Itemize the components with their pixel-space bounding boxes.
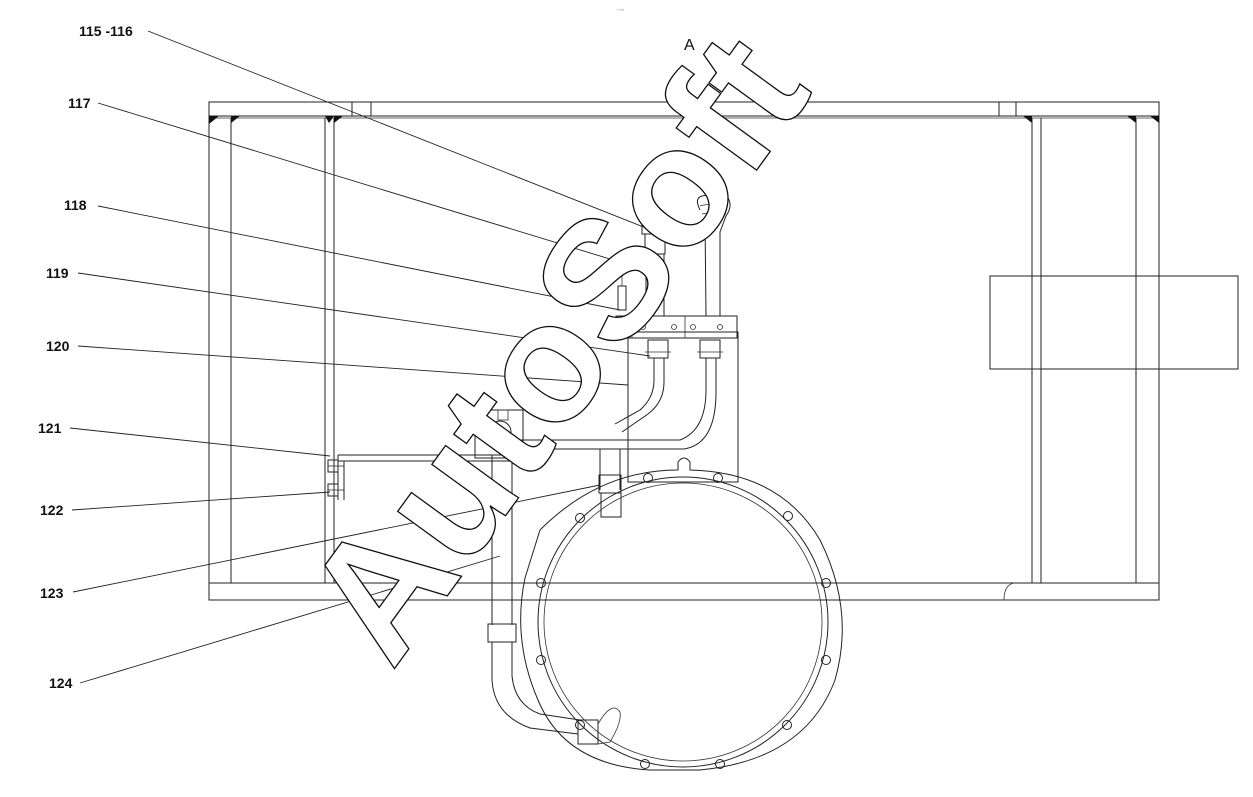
bracket: [615, 315, 738, 339]
drain-hose: [487, 455, 621, 745]
rod-assembly: [327, 454, 538, 500]
callout-118: 118: [64, 197, 87, 213]
callout-117: 117: [68, 95, 91, 111]
frame: [208, 101, 1239, 601]
flange-ring: [520, 457, 843, 771]
frame-top-clip-right: [998, 101, 1017, 117]
callout-115-116: 115 -116: [79, 23, 133, 39]
callout-120: 120: [46, 338, 70, 354]
frame-top-clip-left: [351, 101, 372, 117]
drain-fitting: [577, 719, 599, 745]
flange-bolts: [536, 473, 831, 769]
tiny-note: ▫ ▫▫▫: [617, 7, 624, 12]
callout-121: 121: [38, 420, 62, 436]
valve-assembly: [474, 194, 739, 518]
callout-122: 122: [40, 502, 64, 518]
fitting-123: [600, 492, 622, 518]
view-label: A: [684, 37, 695, 54]
valve-body: [645, 253, 665, 317]
callouts: 115 -116 117 118 119 120 121 122 123 124: [38, 23, 133, 691]
callout-119: 119: [46, 265, 69, 281]
callout-124: 124: [49, 675, 73, 691]
flange-inner-circle: [537, 476, 829, 768]
side-box: [989, 275, 1239, 370]
watermark: AutoSoft: [268, 2, 843, 694]
callout-123: 123: [40, 585, 64, 601]
leader-lines: [69, 30, 651, 684]
